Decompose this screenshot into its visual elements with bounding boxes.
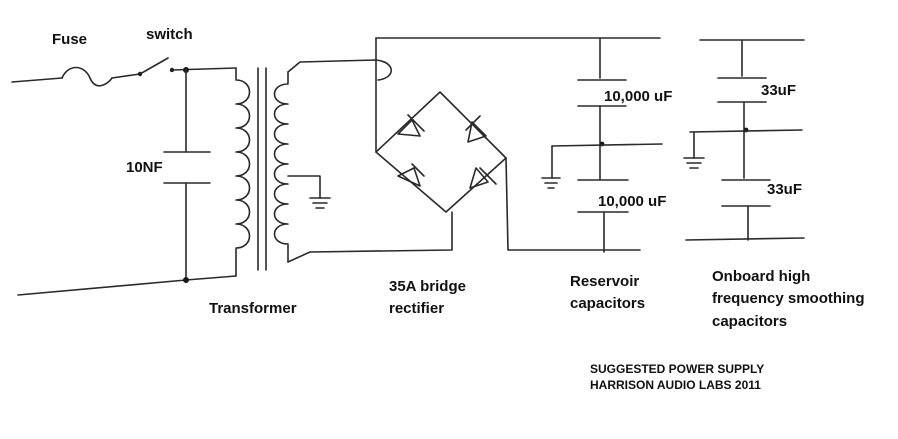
diode-top-left [397, 114, 425, 137]
label-cap-10000-bottom: 10,000 uF [598, 193, 666, 210]
diode-bottom-right [469, 167, 497, 189]
capacitor-10nf [163, 67, 211, 283]
fuse-symbol [61, 66, 113, 87]
label-reservoir-2: capacitors [570, 295, 645, 312]
label-onboard-2: frequency smoothing [712, 290, 865, 307]
ground-symbol-reservoir [541, 177, 561, 189]
diode-bottom-left [397, 163, 425, 187]
label-transformer: Transformer [209, 300, 297, 317]
ground-symbol-ct [309, 197, 331, 209]
bridge-rectifier [375, 37, 661, 251]
ground-symbol-onboard [683, 157, 705, 169]
switch-symbol [139, 57, 169, 75]
label-fuse: Fuse [52, 31, 87, 48]
label-rectifier-2: rectifier [389, 300, 444, 317]
label-cap-33-bottom: 33uF [767, 181, 802, 198]
label-rectifier-1: 35A bridge [389, 278, 466, 295]
label-capacitor-10nf: 10NF [126, 159, 163, 176]
footer-title: SUGGESTED POWER SUPPLY [590, 362, 764, 376]
diode-top-right [465, 115, 487, 143]
footer-credit: HARRISON AUDIO LABS 2011 [590, 378, 761, 392]
secondary-winding [273, 71, 289, 263]
smoothing-capacitors [683, 39, 805, 241]
label-onboard-3: capacitors [712, 313, 787, 330]
label-onboard-1: Onboard high [712, 268, 810, 285]
mains-input [11, 57, 237, 296]
transformer-core [257, 67, 267, 271]
label-cap-10000-top: 10,000 uF [604, 88, 672, 105]
primary-winding [235, 67, 251, 277]
label-reservoir-1: Reservoir [570, 273, 639, 290]
label-switch: switch [146, 26, 193, 43]
label-cap-33-top: 33uF [761, 82, 796, 99]
transformer [235, 59, 453, 277]
reservoir-capacitors [541, 37, 663, 253]
labels: Fuse switch 10NF Transformer 35A bridge … [52, 26, 865, 392]
